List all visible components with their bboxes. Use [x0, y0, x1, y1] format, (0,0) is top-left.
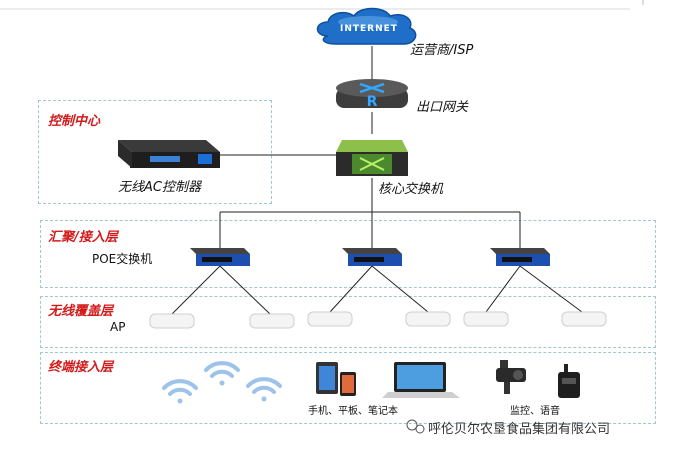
ac-controller-label: 无线AC控制器 — [118, 180, 201, 195]
gateway-label: 出口网关 — [416, 100, 469, 115]
svg-text:R: R — [367, 94, 378, 110]
wifi-icons — [162, 361, 282, 404]
isp-label: 运营商/ISP — [410, 43, 474, 58]
tablet-phone-laptop-icons — [316, 362, 460, 398]
core-switch-label: 核心交换机 — [378, 182, 444, 197]
router-icon: R — [336, 79, 408, 110]
terminals-label: 手机、平板、笔记本 — [308, 406, 398, 417]
poe-switch-icons — [190, 248, 550, 266]
layer-title-control: 控制中心 — [48, 114, 101, 129]
connection-lines — [171, 46, 583, 315]
internet-cloud-icon — [316, 7, 417, 45]
ap-label: AP — [110, 320, 126, 334]
layer-title-aggregation: 汇聚/接入层 — [48, 230, 118, 245]
internet-label: INTERNET — [340, 24, 398, 34]
layer-title-wireless: 无线覆盖层 — [48, 304, 114, 319]
poe-switch-label: POE交换机 — [92, 252, 153, 266]
core-switch-icon — [336, 140, 408, 176]
access-point-icons — [149, 311, 607, 329]
ac-controller-icon — [118, 140, 220, 168]
monitor-voice-label: 监控、语音 — [510, 406, 560, 417]
wechat-icon — [406, 419, 425, 434]
company-watermark: 呼伦贝尔农垦食品集团有限公司 — [428, 422, 611, 437]
camera-radio-icons — [496, 360, 580, 398]
layer-title-terminal: 终端接入层 — [48, 360, 114, 375]
